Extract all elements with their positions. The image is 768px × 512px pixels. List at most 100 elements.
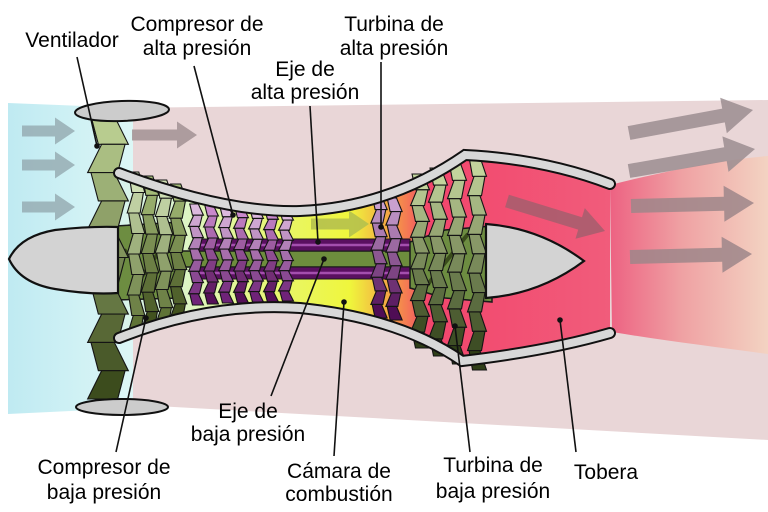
blade-segment [427, 218, 447, 237]
blade-segment [204, 226, 220, 239]
blade-segment [126, 232, 145, 255]
label-tobera: Tobera [574, 461, 639, 484]
blade-segment [189, 293, 205, 306]
blade-segment [409, 189, 429, 207]
blade-column [385, 197, 403, 321]
flow-arrow-icon [132, 121, 197, 149]
label-compresor-alta-1: Compresor de [130, 13, 263, 36]
blade-segment [217, 216, 233, 229]
blade-segment [264, 229, 280, 241]
blade-segment [429, 269, 449, 289]
label-eje-alta-1: Eje de [275, 58, 335, 81]
label-camara-2: combustión [285, 483, 392, 506]
blade-segment [154, 270, 173, 291]
blade-segment [187, 282, 203, 295]
blade-segment [411, 268, 431, 286]
label-turbina-baja-1: Turbina de [443, 454, 543, 477]
blade-segment [370, 209, 387, 224]
blade-segment [127, 212, 146, 235]
flow-arrow-icon [311, 210, 369, 238]
label-camara-1: Cámara de [287, 460, 391, 483]
blade-column [202, 204, 220, 305]
label-turbina-alta-2: alta presión [340, 37, 449, 60]
blade-segment [386, 278, 403, 294]
blade-segment [264, 270, 280, 282]
blade-segment [187, 214, 203, 227]
label-ventilador: Ventilador [25, 29, 118, 52]
blade-segment [141, 291, 160, 313]
blade-segment [141, 252, 160, 274]
blade-segment [204, 292, 220, 305]
blade-segment [262, 239, 278, 251]
blade-segment [411, 236, 431, 254]
blade-segment [232, 238, 248, 251]
blade-segment [262, 280, 278, 293]
blade-segment [232, 259, 248, 272]
blade-segment [448, 271, 468, 292]
blade-segment [189, 270, 205, 284]
blade-column [446, 161, 468, 365]
diagram-labels: Ventilador Compresor de alta presión Eje… [25, 13, 638, 506]
blade-segment [386, 251, 403, 267]
blade-segment [189, 248, 205, 261]
blade-segment [202, 237, 218, 250]
blade-segment [427, 252, 447, 272]
label-eje-baja-2: baja presión [191, 423, 305, 446]
flow-arrow-icon [22, 193, 75, 221]
label-eje-alta-2: alta presión [251, 81, 360, 104]
blade-segment [411, 299, 431, 317]
blade-column [187, 203, 205, 306]
blade-segment [189, 225, 205, 239]
blade-segment [202, 281, 218, 294]
blade-segment [247, 217, 263, 230]
blade-segment [264, 249, 280, 262]
blade-segment [189, 203, 205, 216]
label-turbina-alta-1: Turbina de [344, 13, 444, 36]
blade-segment [409, 252, 429, 270]
blade-segment [386, 224, 403, 240]
blade-segment [169, 286, 188, 305]
blade-segment [219, 227, 235, 239]
blade-segment [232, 217, 248, 229]
blade-segment [247, 238, 263, 251]
blade-segment [140, 233, 159, 255]
blade-segment [234, 227, 250, 240]
blade-segment [466, 253, 486, 274]
label-compresor-baja-2: baja presión [47, 481, 161, 504]
blade-segment [385, 265, 402, 280]
blade-segment [370, 290, 387, 305]
blade-segment [370, 236, 387, 251]
blade-segment [427, 184, 447, 203]
blade-segment [262, 260, 278, 272]
tail-cone [484, 222, 586, 300]
blade-segment [127, 253, 146, 276]
blade-segment [468, 195, 488, 216]
blade-column [466, 156, 488, 371]
blade-segment [155, 252, 174, 272]
label-compresor-baja-1: Compresor de [37, 456, 170, 479]
label-turbina-baja-2: baja presión [436, 480, 550, 503]
flow-arrow-icon [22, 151, 75, 179]
blade-segment [409, 315, 429, 333]
blade-segment [155, 288, 174, 309]
blade-segment [126, 273, 145, 296]
flow-arrow-icon [627, 136, 755, 178]
label-eje-baja-1: Eje de [218, 400, 278, 423]
blade-segment [466, 291, 486, 313]
blade-segment [427, 287, 447, 306]
blade-segment [468, 311, 488, 332]
blade-segment [277, 239, 293, 251]
blade-segment [187, 237, 203, 250]
blade-segment [279, 249, 295, 262]
fan-sweep-ellipse-bottom [75, 398, 169, 416]
blade-segment [279, 270, 295, 282]
blade-segment [446, 253, 466, 273]
blade-segment [370, 263, 387, 278]
blade-segment [262, 218, 278, 231]
blade-segment [429, 235, 449, 255]
blade-segment [155, 215, 174, 236]
blade-segment [466, 330, 486, 352]
blade-segment [427, 321, 447, 340]
blade-segment [187, 259, 203, 272]
